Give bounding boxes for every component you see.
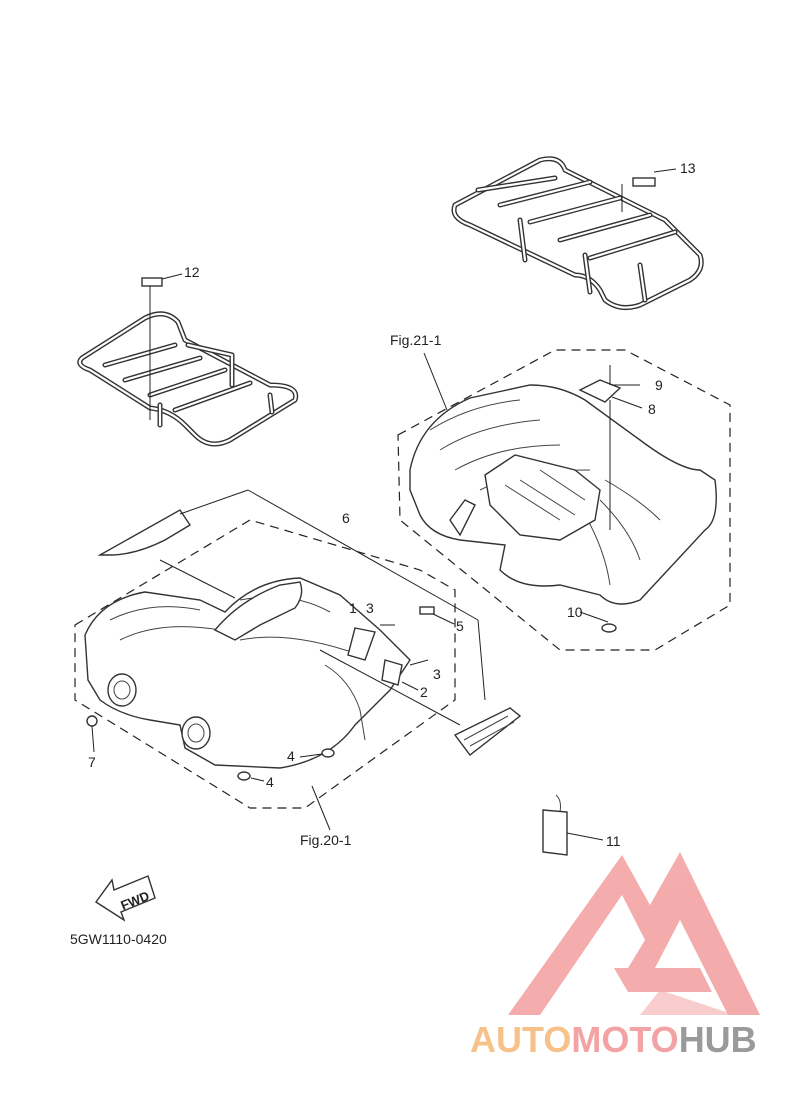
fig-ref-rear: Fig.21-1 <box>390 332 442 348</box>
callout-3a: 3 <box>366 600 374 616</box>
front-fender-assembly <box>74 489 522 831</box>
hang-tag <box>542 794 604 856</box>
diagram-code: 5GW1110-0420 <box>70 931 167 947</box>
fig-ref-front: Fig.20-1 <box>300 832 352 848</box>
front-fender-cap <box>86 715 98 727</box>
front-fender-label <box>419 606 435 615</box>
callout-3b: 3 <box>433 666 441 682</box>
callout-1: 1 <box>349 600 357 616</box>
callout-12: 12 <box>184 264 200 280</box>
callout-4b: 4 <box>266 774 274 790</box>
callout-9: 9 <box>655 377 663 393</box>
callout-11: 11 <box>606 833 621 849</box>
watermark-moto: MOTO <box>571 1019 678 1060</box>
callout-8: 8 <box>648 401 656 417</box>
callout-10: 10 <box>567 604 583 620</box>
watermark-text: AUTOMOTOHUB <box>470 1019 757 1060</box>
rear-fender-grommet <box>601 623 617 633</box>
front-carrier-rack <box>77 273 299 447</box>
front-rack-label <box>141 277 163 287</box>
callout-2: 2 <box>420 684 428 700</box>
callout-13: 13 <box>680 160 696 176</box>
watermark-hub: HUB <box>679 1019 757 1060</box>
callout-6: 6 <box>342 510 350 526</box>
rear-carrier-rack <box>451 156 704 311</box>
seal-pad <box>97 509 191 556</box>
rear-fender-assembly <box>397 349 731 651</box>
fwd-arrow-icon: FWD <box>94 875 156 922</box>
right-headlight <box>181 716 211 750</box>
emblem-plate <box>453 707 522 756</box>
callout-7: 7 <box>88 754 96 770</box>
watermark-auto: AUTO <box>470 1019 571 1060</box>
left-headlight <box>107 673 137 707</box>
callout-4a: 4 <box>287 748 295 764</box>
callout-5: 5 <box>456 618 464 634</box>
watermark-logo <box>508 852 760 1015</box>
rear-rack-label <box>632 177 656 187</box>
